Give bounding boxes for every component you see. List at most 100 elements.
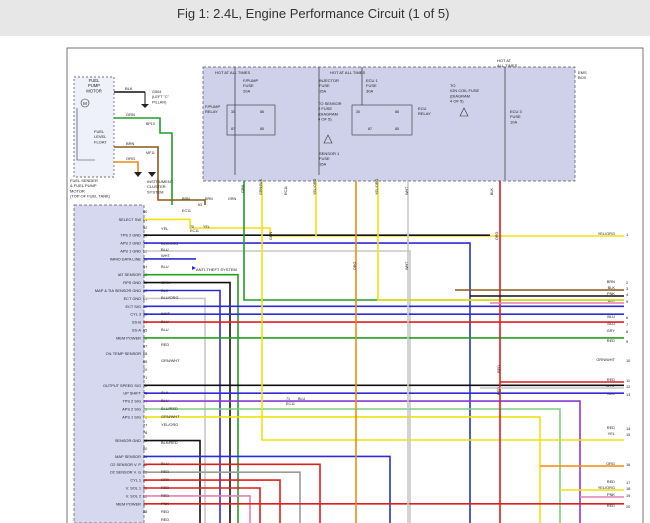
pcm-wire <box>144 479 281 523</box>
sensor2-label: 4 OF 5) <box>318 117 332 122</box>
wire-label: RED <box>161 493 169 498</box>
wire-label: BLU <box>161 247 169 252</box>
pcm-pin-label: V. SOL 1 <box>126 486 141 491</box>
pcm-pin-label: SS-B <box>132 320 141 325</box>
connector-label: BRN <box>182 197 190 201</box>
wire-label-grn: GRN <box>126 112 135 117</box>
pcm-pin-label: RPS GND <box>123 280 141 285</box>
connector-label: YEL <box>203 225 210 229</box>
pcm-pin-number: 69 <box>143 359 147 364</box>
ecu3-fuse-label: ECU 3 <box>510 109 523 114</box>
hot-label-right: HOT AT <box>497 58 512 63</box>
pcm-pin-label: CYL 1 <box>130 478 141 483</box>
ign-coil-label: (DIAGRAM <box>450 93 470 98</box>
instrument-cluster-label: CLUSTER <box>147 184 166 189</box>
hot-label-mid: HOT AT ALL TIMES <box>330 70 365 75</box>
ecu-relay-label: RELAY <box>418 111 431 116</box>
figure-title-bar: Fig 1: 2.4L, Engine Performance Circuit … <box>0 0 650 36</box>
ecu-relay-label: ECU <box>418 106 427 111</box>
pcm-pin-label: ECT GND <box>124 296 142 301</box>
wire-grn-fuel-pump <box>114 117 173 205</box>
pcm-wire <box>144 297 206 523</box>
sensor1-fuse-label: SENSOR 1 <box>319 151 340 156</box>
ground-g504-label: (LEFT "C" <box>152 95 170 99</box>
pcm-wire <box>144 400 581 523</box>
sensor1-fuse-label: FUSE <box>319 156 330 161</box>
fuel-pump-title: FUEL <box>89 78 100 83</box>
connector-label: BLU <box>298 397 306 401</box>
relay-pin-number: 85 <box>395 127 399 131</box>
pcm-pin-number: 78 <box>143 430 147 435</box>
wire-label: RED <box>161 509 169 514</box>
right-row-label: RED <box>607 338 615 343</box>
pcm-pin-label: APS 2 SIG <box>122 407 141 412</box>
wire-label: RED <box>161 469 169 474</box>
right-row-number: 12 <box>626 384 630 389</box>
wire-label: GRN/WHT <box>161 414 180 419</box>
right-row-label: BLK <box>608 285 616 290</box>
wire-label-brn: BRN <box>126 141 135 146</box>
pcm-pin-label: SS-A <box>132 328 141 333</box>
vertical-wire-label: WHT <box>405 186 409 195</box>
vertical-wire-label: RED <box>497 365 501 373</box>
ground-g504-label: PILLAR) <box>152 100 167 104</box>
connector-label: EC11 <box>190 229 199 233</box>
right-row-label: GRY <box>607 328 616 333</box>
connector-mf11: MF11 <box>146 151 155 155</box>
wire-label: BLU <box>161 264 169 269</box>
pcm-pin-label: V. SOL 2 <box>126 493 141 498</box>
fuel-level-float-label: FUEL <box>94 129 105 134</box>
connector-label: BRN <box>205 197 213 201</box>
cluster-arrow-2 <box>148 172 156 177</box>
vertical-wire-label: ORG <box>495 231 499 240</box>
connector-label: EC11 <box>182 209 191 213</box>
pcm-pin-label: APS 1 SIG <box>122 414 141 419</box>
pcm-pin-label: MEM POWER <box>116 501 141 506</box>
vertical-wire-label: YEL/ORG <box>375 178 379 195</box>
diagram-frame <box>66 47 644 523</box>
pcm-pin-label: TPS 2 SIG <box>122 399 141 404</box>
cluster-arrow-1 <box>134 172 142 177</box>
fp-fuse-label: F/PUMP <box>243 78 258 83</box>
sender-internal <box>76 108 95 161</box>
relay-pin-number: 87 <box>231 127 235 131</box>
hot-label-right: ALL TIMES <box>497 63 518 68</box>
fp-relay-label: RELAY <box>205 109 218 114</box>
pcm-wire <box>144 487 261 523</box>
wire-label: BLU <box>161 398 169 403</box>
connector-label: GRN <box>228 197 237 201</box>
pcm-pin-number: 57 <box>143 264 147 269</box>
vertical-wire-label: EC11 <box>284 186 288 195</box>
vertical-wire-label: RED <box>497 387 501 395</box>
injector-fuse-label: FUSE <box>319 83 330 88</box>
pcm-pin-label: UP SHIFT <box>123 391 141 396</box>
relay-pin-number: 85 <box>260 127 264 131</box>
fuel-pump-title: PUMP <box>88 83 100 88</box>
fuel-sender-caption: FUEL SENDER <box>70 178 98 183</box>
relay-pin-number: 86 <box>395 110 399 114</box>
right-row-label: BLU <box>607 314 615 319</box>
fuel-level-float-label: LEVEL <box>94 134 107 139</box>
right-row-number: 9 <box>626 339 628 344</box>
pcm-pin-number: 77 <box>143 422 147 427</box>
wire-label: BLK <box>161 390 169 395</box>
pcm-pin-number: 67 <box>143 343 147 348</box>
ign-coil-label: TO <box>450 83 455 88</box>
ems-box-name: BOX <box>578 75 587 80</box>
injector-fuse-label: INJECTOR <box>319 78 339 83</box>
right-row-label: YEL/ORG <box>598 231 615 236</box>
wire-label: GRN/WHT <box>161 358 180 363</box>
right-row-label: ORG <box>606 461 615 466</box>
sensor2-label: TO SENSOR <box>318 101 342 106</box>
ign-coil-warning-icon <box>459 107 469 117</box>
pcm-wire <box>144 463 321 523</box>
anti-theft-arrow <box>192 266 196 270</box>
pcm-pin-number: 70 <box>143 367 148 372</box>
pcm-pin-label: OIL TEMP SENSOR <box>106 351 142 356</box>
right-row-number: 14 <box>626 426 631 431</box>
pcm-wire <box>144 495 251 523</box>
ems-box-name: EMS <box>578 70 587 75</box>
right-row-number: 5 <box>626 299 628 304</box>
pcm-wire <box>144 408 561 523</box>
ems-box <box>202 66 576 182</box>
